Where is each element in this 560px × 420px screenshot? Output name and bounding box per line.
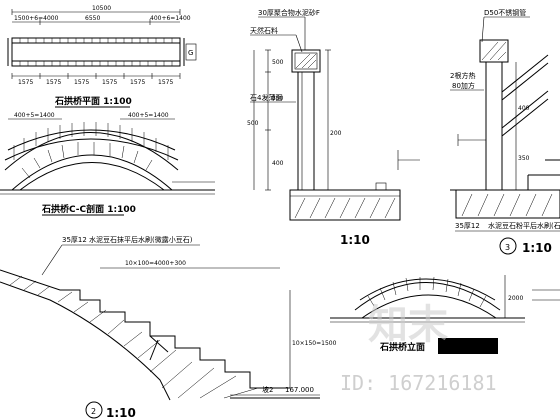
d1-dim-b: 350 [272, 95, 284, 102]
d1-dim-e: 200 [330, 130, 342, 137]
plan-dim-seg-3: 400+6=1400 [150, 15, 191, 22]
stairs-dim-side: 10×150=1500 [292, 340, 337, 347]
d1-label-stone: 天然石料 [250, 26, 278, 35]
plan-dim-bot-1: 1575 [18, 79, 33, 86]
plan-dim-seg-2: 6550 [85, 15, 100, 22]
d1-scale: 1:10 [340, 233, 370, 247]
watermark: 知末 ID: 167216181 [340, 302, 497, 395]
rail-detail-3: D50不锈钢管 2根方热 80加方 400 350 35厚12 [450, 8, 560, 255]
plan-dim-top: 10500 [92, 5, 111, 12]
d3-label-rail: 2根方热 [450, 71, 475, 80]
bridge-plan-view: 10500 1500+6=4000 6550 400+6=1400 [7, 5, 197, 108]
d1-label-body: 石4发薄面 [250, 93, 282, 102]
plan-balusters [19, 38, 173, 66]
plan-dim-seg-1: 1500+6=4000 [14, 15, 59, 22]
stairs-label-bottom: 坡2 [262, 385, 273, 394]
plan-title: 石拱桥平面 1:100 [54, 95, 132, 107]
d3-label-bottom2: 水泥豆石粉平后水刷(石料) [488, 221, 560, 230]
stairs-label-top: 35厚12 水泥豆石抹平后水刷(微露小豆石) [62, 235, 193, 244]
plan-dim-bot-3: 1575 [74, 79, 89, 86]
watermark-logo: 知末 [368, 302, 448, 348]
plan-dim-bot-2: 1575 [46, 79, 61, 86]
d1-dim-c: 400 [272, 160, 284, 167]
arch-stones [367, 276, 487, 308]
plan-dim-bot-5: 1575 [130, 79, 145, 86]
stairs-dim-top: 10×100=4000+300 [125, 260, 186, 267]
plan-dim-bot-4: 1575 [102, 79, 117, 86]
d3-foundation-hatch [461, 193, 553, 217]
d3-scale: 1:10 [522, 241, 552, 255]
stairs-section: 35厚12 水泥豆石抹平后水刷(微露小豆石) 10×100=4000+300 1… [0, 235, 337, 420]
cc-title: 石拱桥C-C剖面 1:100 [41, 203, 136, 215]
arch-dim-right: 2000 [508, 295, 523, 302]
d3-label-rail2: 80加方 [452, 81, 475, 90]
bridge-section-cc: 400+5=1400 400+5=1400 石拱桥C-C剖面 1:100 [0, 112, 215, 216]
cc-rail-posts [13, 122, 169, 179]
d3-dim-b: 350 [518, 155, 530, 162]
watermark-id: ID: 167216181 [340, 371, 497, 395]
d1-dim-d: 500 [247, 120, 259, 127]
stairs-number: 2 [91, 407, 96, 416]
cc-dim-left: 400+5=1400 [14, 112, 55, 119]
stairs-scale: 1:10 [106, 406, 136, 420]
d3-label-bottom: 35厚12 [455, 222, 480, 230]
stairs-hatch [9, 275, 259, 399]
d3-label-pipe: D50不锈钢管 [484, 8, 526, 17]
arch-bridge-elevation: 2000 石拱桥立面 [330, 275, 560, 354]
plan-section-mark: G [188, 49, 193, 57]
plan-dim-bot-6: 1575 [158, 79, 173, 86]
d1-foundation-hatch [294, 197, 396, 219]
rail-detail-1: 30厚聚合物水泥砂F 天然石料 石4发薄面 500 350 400 500 20… [247, 8, 420, 247]
d1-label-cap: 30厚聚合物水泥砂F [258, 8, 320, 17]
d3-number: 3 [505, 243, 510, 252]
stairs-dim-bottom: 167.000 [285, 386, 314, 394]
d3-dim-a: 400 [518, 105, 530, 112]
d1-dim-a: 500 [272, 59, 284, 66]
arch-title: 石拱桥立面 [379, 341, 425, 353]
cc-dim-right: 400+5=1400 [128, 112, 169, 119]
